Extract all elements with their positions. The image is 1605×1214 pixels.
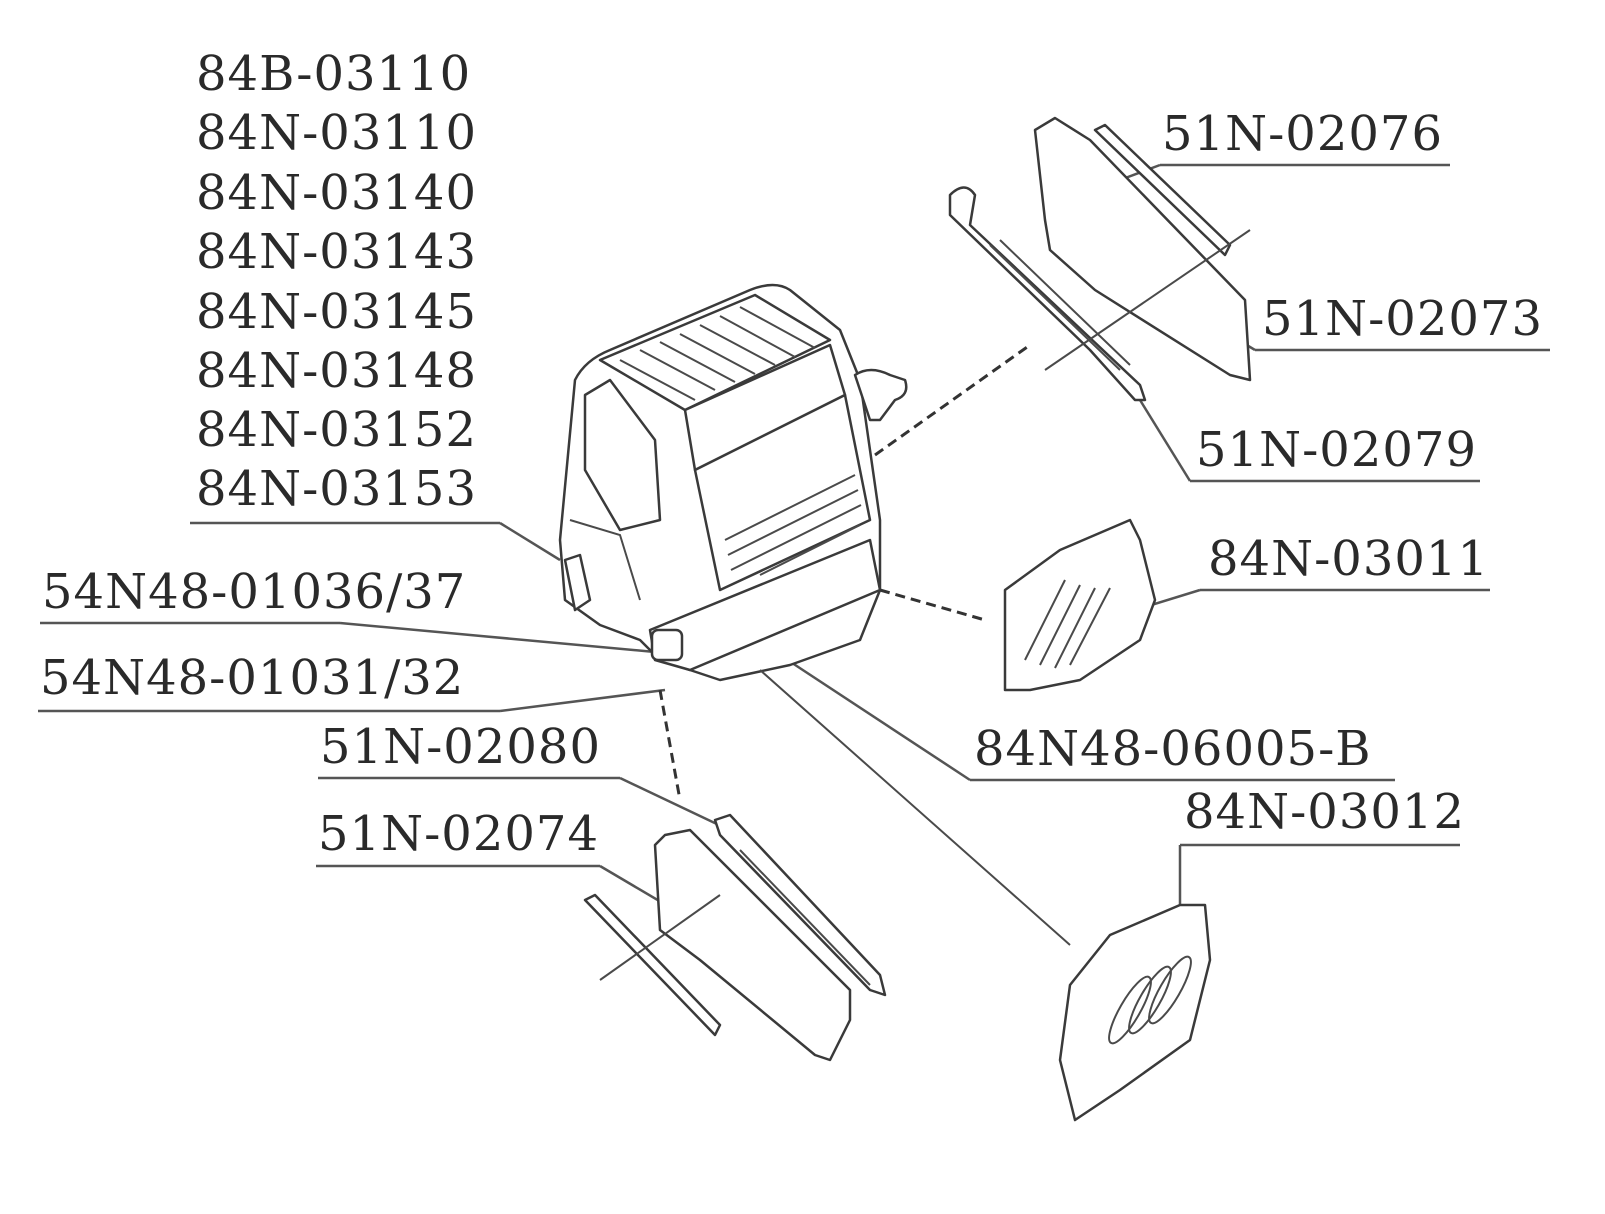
fastener-line-upper (1044, 229, 1251, 371)
corner-panel-vents-03012 (1108, 955, 1192, 1045)
cab-door-line (569, 519, 641, 601)
strip-51N-02076 (1093, 123, 1232, 257)
label-group-right: 51N-02076 51N-02073 51N-02079 84N-03011 … (779, 106, 1550, 905)
dashed-link-lower (658, 689, 682, 801)
part-label-54N48-01036-37: 54N48-01036/37 (42, 564, 466, 620)
corner-panel-body-03011 (1003, 518, 1157, 692)
roof-ribs (619, 306, 816, 401)
upper-right-parts (874, 116, 1252, 457)
strip-details-02080 (739, 849, 871, 986)
strip-51N-02080 (713, 813, 887, 997)
part-label-54N48-01031-32: 54N48-01031/32 (40, 650, 464, 706)
leader-84N-03153 (499, 521, 561, 562)
part-label-84N-03153: 84N-03153 (196, 461, 477, 517)
part-label-84N-03148: 84N-03148 (196, 343, 477, 399)
dashed-link-03011 (879, 588, 986, 622)
trim-lower (583, 893, 722, 1037)
leader-54N48-01031-32 (499, 688, 666, 713)
corner-panel-body-03012 (1058, 903, 1212, 1122)
part-label-84B-03110: 84B-03110 (196, 46, 471, 102)
leader-54N48-01036-37 (339, 621, 656, 654)
part-label-84N-03110: 84N-03110 (196, 105, 477, 161)
part-label-51N-02074: 51N-02074 (318, 806, 599, 862)
lower-left-parts (583, 689, 887, 1062)
part-label-51N-02079: 51N-02079 (1196, 422, 1477, 478)
panel-51N-02074 (653, 828, 852, 1062)
part-label-84N-03152: 84N-03152 (196, 402, 477, 458)
truck-cab-illustration (558, 283, 908, 682)
corner-panel-84N-03012 (759, 669, 1212, 1122)
part-label-84N48-06005-B: 84N48-06005-B (974, 721, 1372, 777)
part-label-84N-03140: 84N-03140 (196, 165, 477, 221)
panel-51N-02073 (1033, 116, 1252, 382)
part-label-84N-03145: 84N-03145 (196, 284, 477, 340)
grille-slats (724, 474, 862, 576)
cab-front-fascia (693, 393, 872, 592)
leader-51N-02079 (1138, 399, 1192, 482)
part-label-84N-03011: 84N-03011 (1208, 531, 1489, 587)
side-mirror-left (563, 553, 592, 612)
side-mirror-right (853, 368, 908, 422)
leader-84N48-06005-B (779, 653, 971, 782)
corner-panel-vents-03011 (1024, 579, 1111, 669)
part-label-51N-02080: 51N-02080 (320, 719, 601, 775)
leader-link-03012 (759, 669, 1071, 946)
part-label-84N-03012: 84N-03012 (1184, 784, 1465, 840)
corner-panel-84N-03011 (879, 518, 1157, 692)
fastener-line-lower (599, 894, 721, 981)
visor-details (989, 239, 1131, 371)
cab-side-window (583, 378, 662, 532)
headlamp-left (650, 628, 684, 662)
label-group-left: 84B-03110 84N-03110 84N-03140 84N-03143 … (38, 46, 741, 927)
part-label-51N-02076: 51N-02076 (1162, 106, 1443, 162)
part-label-51N-02073: 51N-02073 (1262, 291, 1543, 347)
part-label-84N-03143: 84N-03143 (196, 224, 477, 280)
